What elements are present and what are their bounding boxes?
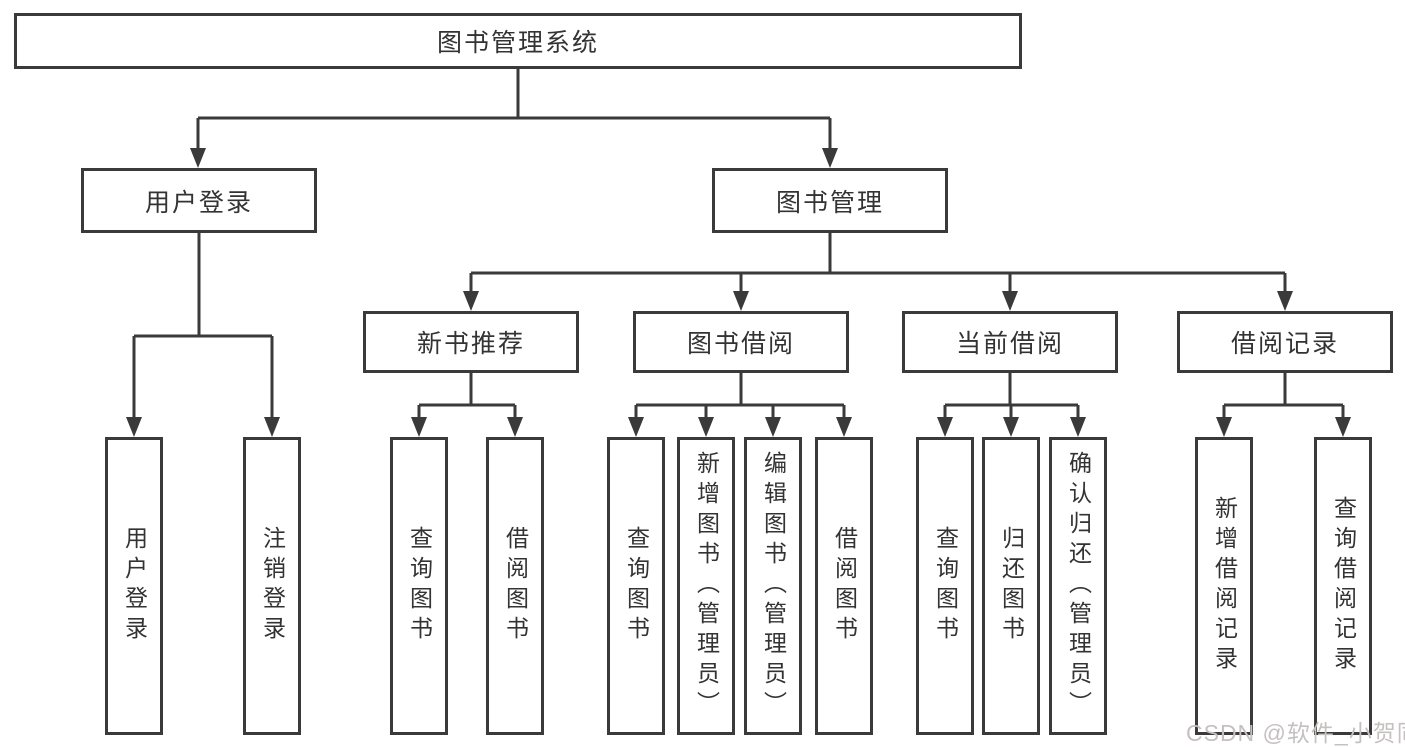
edge-book-borrow-to-leaves <box>628 373 852 437</box>
arrowhead-bb-edit <box>765 417 781 437</box>
arrowhead-book-borrow <box>733 291 749 311</box>
leaf-cb-confirm-return-admin: 确认归还（管理员） <box>1049 437 1107 735</box>
arrowhead-bb-query <box>628 417 644 437</box>
node-system-root: 图书管理系统 <box>14 13 1022 69</box>
node-book-borrow: 图书借阅 <box>633 311 849 373</box>
leaf-br-query-record: 查询借阅记录 <box>1314 437 1372 735</box>
arrowhead-borrow-records <box>1277 291 1293 311</box>
leaf-logout: 注销登录 <box>243 437 301 735</box>
leaf-bb-edit-books-admin: 编辑图书（管理员） <box>744 437 802 735</box>
node-book-mgmt: 图书管理 <box>712 168 948 233</box>
edge-user-login-to-leaves <box>126 233 280 437</box>
edge-borrow-records-to-leaves <box>1216 373 1351 437</box>
arrowhead-cb-return <box>1003 417 1019 437</box>
arrowhead-book-mgmt <box>822 148 838 168</box>
arrowhead-nbr-query <box>411 417 427 437</box>
leaf-nbr-borrow-books: 借阅图书 <box>486 437 544 735</box>
arrowhead-br-add <box>1216 417 1232 437</box>
leaf-bb-add-books-admin: 新增图书（管理员） <box>677 437 735 735</box>
arrowhead-cb-query <box>937 417 953 437</box>
leaf-nbr-query-books: 查询图书 <box>390 437 448 735</box>
node-borrow-records: 借阅记录 <box>1177 311 1393 373</box>
arrowhead-cb-confirm <box>1070 417 1086 437</box>
csdn-watermark: CSDN @软件_小贺同学 <box>1186 720 1405 746</box>
leaf-bb-borrow-books: 借阅图书 <box>815 437 873 735</box>
leaf-br-add-record: 新增借阅记录 <box>1195 437 1253 735</box>
leaf-bb-query-books: 查询图书 <box>607 437 665 735</box>
node-new-book-rec: 新书推荐 <box>363 311 579 373</box>
arrowhead-br-query <box>1335 417 1351 437</box>
arrowhead-bb-add <box>698 417 714 437</box>
arrowhead-leaf-logout <box>264 417 280 437</box>
arrowhead-leaf-user-login <box>126 417 142 437</box>
node-user-login: 用户登录 <box>81 168 317 233</box>
arrowhead-nbr-borrow <box>507 417 523 437</box>
arrowhead-new-book-rec <box>463 291 479 311</box>
edge-new-book-rec-to-leaves <box>411 373 523 437</box>
arrowhead-user-login <box>190 148 206 168</box>
edge-book-mgmt-to-level3 <box>463 233 1293 311</box>
edge-root-to-level2 <box>190 69 838 168</box>
leaf-cb-return-books: 归还图书 <box>982 437 1040 735</box>
edge-current-borrow-to-leaves <box>937 373 1086 437</box>
node-current-borrow: 当前借阅 <box>902 311 1118 373</box>
arrowhead-current-borrow <box>1002 291 1018 311</box>
leaf-cb-query-books: 查询图书 <box>916 437 974 735</box>
leaf-user-login: 用户登录 <box>105 437 163 735</box>
arrowhead-bb-borrow <box>836 417 852 437</box>
